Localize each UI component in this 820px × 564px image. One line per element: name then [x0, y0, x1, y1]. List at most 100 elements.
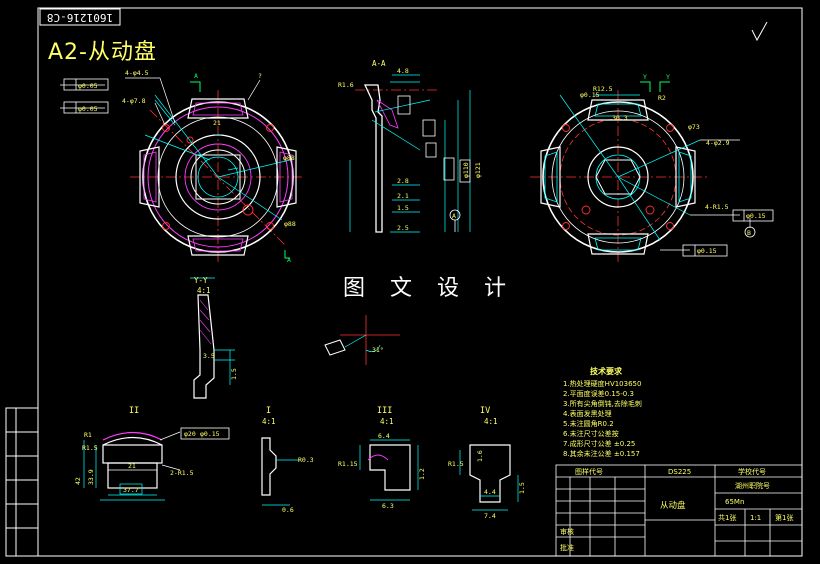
- tilt-view: [324, 315, 400, 365]
- dim-label: φ0.05: [78, 105, 98, 113]
- tb-institute: 湖州职院号: [735, 481, 770, 490]
- dim-label: 4:1: [380, 417, 394, 426]
- tech-req-line: 1.热处理硬度HV103650: [563, 379, 641, 388]
- dim-label: 6.3: [382, 502, 394, 510]
- dim-label: 30.3: [612, 114, 628, 122]
- dim-label: B: [747, 229, 751, 237]
- detail-yy-view: [190, 277, 235, 399]
- dim-label: A: [287, 256, 291, 264]
- tech-req-line: 3.所有尖角倒钝,去除毛刺: [563, 399, 642, 408]
- drawing-frame: [5, 7, 803, 557]
- detail-i-view: [261, 437, 300, 506]
- dim-label: 3.5: [203, 352, 215, 360]
- dim-label: A: [194, 72, 198, 80]
- dim-label: 4-φ7.8: [122, 97, 146, 105]
- dim-label: Y: [643, 73, 647, 81]
- dim-label: φ0.15: [200, 430, 220, 438]
- dim-label: R1.5: [82, 444, 98, 452]
- title-block-text: DS225 从动盘 学校代号 湖州职院号 65Mn 共1张 1:1 第1张 图样…: [560, 467, 793, 552]
- dim-label: 4:1: [262, 417, 276, 426]
- drawing-code: 1601216-C8: [46, 11, 114, 24]
- tb-material: 65Mn: [725, 498, 744, 506]
- dim-label: 6.4: [378, 432, 390, 440]
- dim-label: 1.2: [418, 468, 426, 480]
- dim-label: 42: [74, 477, 82, 485]
- left-main-view: [60, 77, 305, 265]
- dim-label: 4.8: [397, 67, 409, 75]
- dim-label: φ110: [462, 162, 470, 178]
- dim-label: 4.4: [484, 488, 496, 496]
- watermark-text: 图 文 设 计: [343, 276, 515, 301]
- roughness-mark: [751, 21, 768, 42]
- dim-label: R2: [658, 94, 666, 102]
- tb-code: DS225: [668, 468, 691, 476]
- tech-req-line: 6.未注尺寸公差按: [563, 429, 619, 438]
- dim-label: I: [266, 406, 271, 416]
- dim-label: 4:1: [197, 286, 211, 295]
- tech-req-title: 技术要求: [590, 366, 623, 376]
- dim-label: 2-R1.5: [170, 469, 194, 477]
- dim-label: 31°: [372, 346, 384, 354]
- dim-label: 1.5: [518, 482, 526, 494]
- detail-iii-view: [359, 439, 419, 501]
- tech-req-line: 5.未注圆角R0.2: [563, 419, 614, 428]
- tb-school: 学校代号: [738, 467, 766, 476]
- dim-label: 2.1: [397, 192, 409, 200]
- dim-label: Y: [666, 73, 670, 81]
- dim-label: φ88: [283, 154, 295, 162]
- detail-iv-view: [459, 444, 519, 511]
- tb-scale: 1:1: [750, 514, 761, 522]
- dim-label: φ0.15: [697, 247, 717, 255]
- dim-label: 4-φ2.9: [706, 139, 730, 147]
- tb-sheet: 共1张: [718, 513, 736, 522]
- dim-label: ?: [258, 72, 262, 80]
- dim-label: 7.4: [484, 512, 496, 520]
- tech-req-line: 7.成形尺寸公差 ±0.25: [563, 439, 635, 448]
- tech-requirements: 技术要求 1.热处理硬度HV103650 2.平面度误差0.15-0.3 3.所…: [563, 366, 642, 458]
- tb-sheet-no: 第1张: [775, 513, 793, 522]
- dim-label: 21: [213, 119, 221, 127]
- tb-approve: 批准: [560, 543, 574, 552]
- dim-label: IV: [480, 406, 490, 416]
- dim-label: 1.5: [397, 204, 409, 212]
- dim-label: φ0.15: [746, 212, 766, 220]
- dim-label: φ0.05: [78, 82, 98, 90]
- dim-label: φ20: [184, 430, 196, 438]
- dim-label: 2.8: [397, 177, 409, 185]
- dim-label: R1: [84, 431, 92, 439]
- section-aa-view: [349, 74, 471, 233]
- dim-label: II: [129, 406, 139, 416]
- title-block: [555, 464, 803, 557]
- tech-req-line: 4.表面发黑处理: [563, 409, 612, 418]
- dimension-labels: 4-φ4.5 4-φ7.8 φ0.05 φ0.05 φ88 φ88 A A ? …: [74, 59, 766, 520]
- dim-label: 4:1: [484, 417, 498, 426]
- tb-part-name: 从动盘: [660, 500, 686, 511]
- dim-label: A-A: [372, 59, 386, 68]
- dim-label: φ88: [284, 220, 296, 228]
- drawing-title: A2-从动盘: [48, 40, 157, 65]
- dim-label: φ0.15: [580, 91, 600, 99]
- dim-label: 37.7: [123, 486, 139, 494]
- dim-label: φ121: [474, 162, 482, 178]
- right-main-view: [530, 81, 774, 265]
- tb-check: 审核: [560, 527, 574, 536]
- dim-label: Y-Y: [194, 276, 208, 285]
- dim-label: R0.3: [298, 456, 314, 464]
- dim-label: R12.5: [593, 85, 613, 93]
- detail-ii-view: [83, 427, 230, 501]
- dim-label: III: [377, 406, 392, 416]
- dim-label: 4-R1.5: [705, 203, 729, 211]
- dim-label: 21: [128, 462, 136, 470]
- dim-label: 1.5: [230, 368, 238, 380]
- dim-label: R1.15: [338, 460, 358, 468]
- dim-label: 1.6: [476, 450, 484, 462]
- dim-label: 33.9: [87, 469, 95, 485]
- tech-req-line: 8.其余未注公差 ±0.157: [563, 449, 640, 458]
- tb-drawer: 图样代号: [575, 467, 603, 476]
- dim-label: 4-φ4.5: [125, 69, 149, 77]
- dim-label: R1.6: [338, 81, 354, 89]
- tech-req-line: 2.平面度误差0.15-0.3: [563, 389, 634, 398]
- dim-label: A: [452, 212, 456, 220]
- dim-label: 2.5: [397, 224, 409, 232]
